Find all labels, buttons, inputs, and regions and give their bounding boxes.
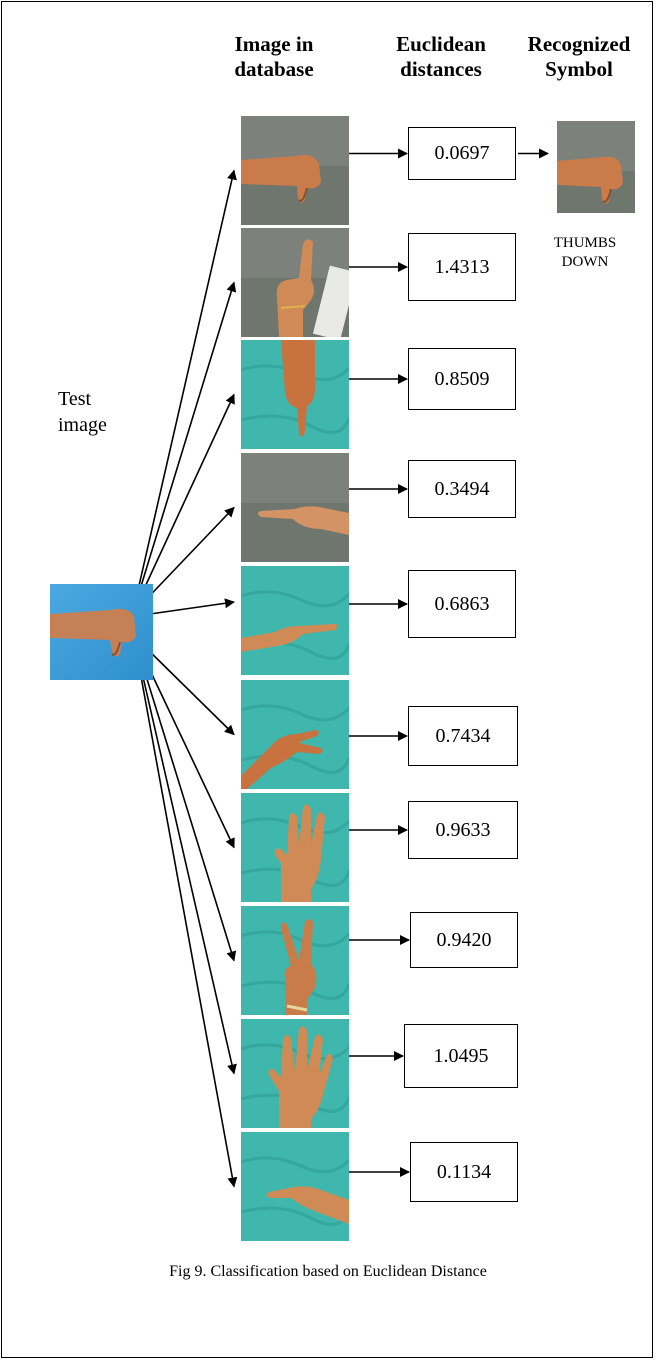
arrow-to-database-image-7: [137, 644, 235, 849]
header-recognized-symbol: Recognized Symbol: [527, 32, 631, 81]
arrow-to-database-image-6: [137, 639, 235, 736]
thumbs-down-hand-photo-icon: [50, 584, 153, 680]
header-image-in-database: Image in database: [234, 32, 314, 81]
distance-box-4: 0.3494: [408, 460, 516, 518]
distance-box-8: 0.9420: [410, 912, 518, 968]
recognized-thumbs-down-hand-photo-icon: [557, 121, 635, 213]
database-image-6: [241, 680, 349, 789]
two-fingers-hand-photo-icon: [241, 906, 349, 1015]
distance-box-10: 0.1134: [410, 1142, 518, 1202]
distance-box-6: 0.7434: [408, 706, 518, 766]
database-image-5: [241, 566, 349, 675]
thumbs-down-hand-photo-icon: [241, 116, 349, 225]
arrow-to-database-image-10: [137, 659, 238, 1188]
recognized-symbol-label: THUMBS DOWN: [553, 235, 617, 270]
database-image-2: [241, 228, 349, 337]
test-image-label: Test image: [58, 388, 107, 436]
arrow-to-database-image-3: [137, 393, 235, 603]
three-fingers-hand-photo-icon: [241, 793, 349, 902]
index-finger-up-hand-photo-icon: [241, 228, 349, 337]
database-image-4: [241, 453, 349, 562]
distance-box-7: 0.9633: [408, 801, 518, 859]
index-finger-down-hand-photo-icon: [241, 340, 349, 449]
distance-box-1: 0.0697: [408, 127, 516, 180]
pointing-left-hand-photo-icon: [241, 453, 349, 562]
database-image-8: [241, 906, 349, 1015]
arrow-to-database-image-8: [137, 649, 237, 962]
database-image-10: [241, 1132, 349, 1241]
database-image-1: [241, 116, 349, 225]
pinch-open-hand-photo-icon: [241, 680, 349, 789]
distance-box-3: 0.8509: [408, 348, 516, 410]
arrow-to-database-image-9: [137, 654, 237, 1075]
pointing-right-hand-photo-icon: [241, 566, 349, 675]
distance-box-9: 1.0495: [404, 1024, 518, 1088]
recognized-symbol-image: [557, 121, 635, 213]
test-image: [50, 584, 153, 680]
arrow-to-database-image-5: [149, 598, 235, 615]
header-euclidean-distances: Euclidean distances: [396, 32, 486, 81]
distance-box-5: 0.6863: [408, 570, 516, 638]
arrow-to-database-image-2: [137, 281, 237, 597]
arrow-to-database-image-4: [137, 506, 235, 609]
figure-caption: Fig 9. Classification based on Euclidean…: [169, 1263, 487, 1280]
arrow-to-database-image-1: [137, 169, 237, 591]
pinch-closed-hand-photo-icon: [241, 1132, 349, 1241]
database-image-9: [241, 1019, 349, 1128]
database-image-7: [241, 793, 349, 902]
database-image-3: [241, 340, 349, 449]
distance-box-2: 1.4313: [408, 233, 516, 301]
four-fingers-hand-photo-icon: [241, 1019, 349, 1128]
